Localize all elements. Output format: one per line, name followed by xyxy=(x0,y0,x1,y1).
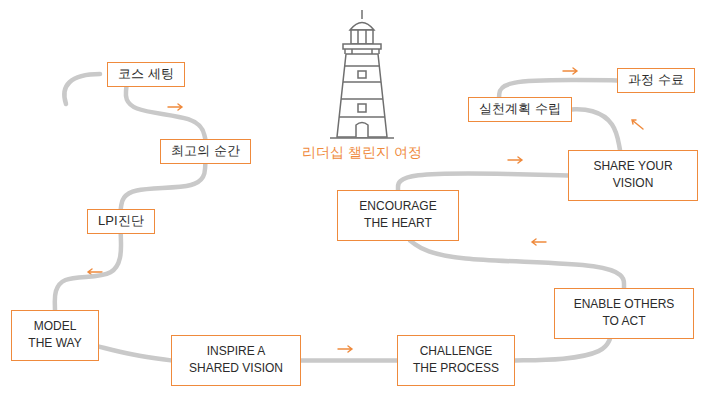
box-label: LPI진단 xyxy=(98,213,144,230)
stage-box: ENABLE OTHERS TO ACT xyxy=(554,288,694,339)
box-label: 실천계획 수립 xyxy=(479,101,561,118)
box-label: 코스 세팅 xyxy=(118,66,174,83)
journey-road xyxy=(410,241,624,288)
stage-box: 과정 수료 xyxy=(617,68,695,93)
box-label: ENABLE OTHERS TO ACT xyxy=(567,296,681,331)
box-label: 최고의 순간 xyxy=(171,143,240,160)
stage-box: MODEL THE WAY xyxy=(11,310,99,361)
stage-box: 실천계획 수립 xyxy=(468,97,572,122)
journey-road xyxy=(55,234,121,310)
lighthouse-illustration xyxy=(330,10,394,138)
journey-road xyxy=(126,87,205,139)
stage-box: ENCOURAGE THE HEART xyxy=(337,190,459,241)
box-label: CHALLENGE THE PROCESS xyxy=(410,343,502,378)
stage-box: CHALLENGE THE PROCESS xyxy=(397,335,515,386)
journey-road xyxy=(301,358,397,363)
diagram-title: 리더십 챌린지 여정 xyxy=(300,144,424,162)
road-start xyxy=(64,74,100,104)
stage-box: INSPIRE A SHARED VISION xyxy=(171,335,301,386)
journey-road xyxy=(499,80,617,97)
journey-road xyxy=(121,164,206,209)
journey-road xyxy=(515,339,610,361)
journey-road xyxy=(398,173,568,190)
box-label: SHARE YOUR VISION xyxy=(581,158,685,193)
journey-road xyxy=(572,109,620,150)
stage-box: LPI진단 xyxy=(87,209,155,234)
box-label: 과정 수료 xyxy=(628,72,684,89)
box-label: INSPIRE A SHARED VISION xyxy=(184,343,288,378)
box-label: ENCOURAGE THE HEART xyxy=(350,198,446,233)
stage-box: SHARE YOUR VISION xyxy=(568,150,698,201)
box-label: MODEL THE WAY xyxy=(24,318,86,353)
journey-road xyxy=(99,347,171,361)
stage-box: 코스 세팅 xyxy=(107,62,185,87)
stage-box: 최고의 순간 xyxy=(160,139,251,164)
